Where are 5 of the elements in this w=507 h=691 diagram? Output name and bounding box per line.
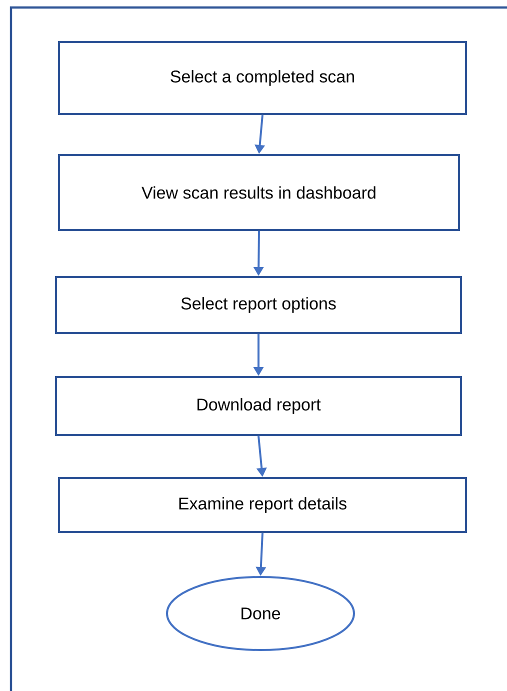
process-box: Examine report details bbox=[58, 477, 467, 533]
process-box: Select a completed scan bbox=[58, 41, 467, 115]
process-box: Download report bbox=[55, 376, 462, 436]
process-box: Select report options bbox=[55, 276, 462, 334]
process-box: View scan results in dashboard bbox=[58, 154, 460, 231]
